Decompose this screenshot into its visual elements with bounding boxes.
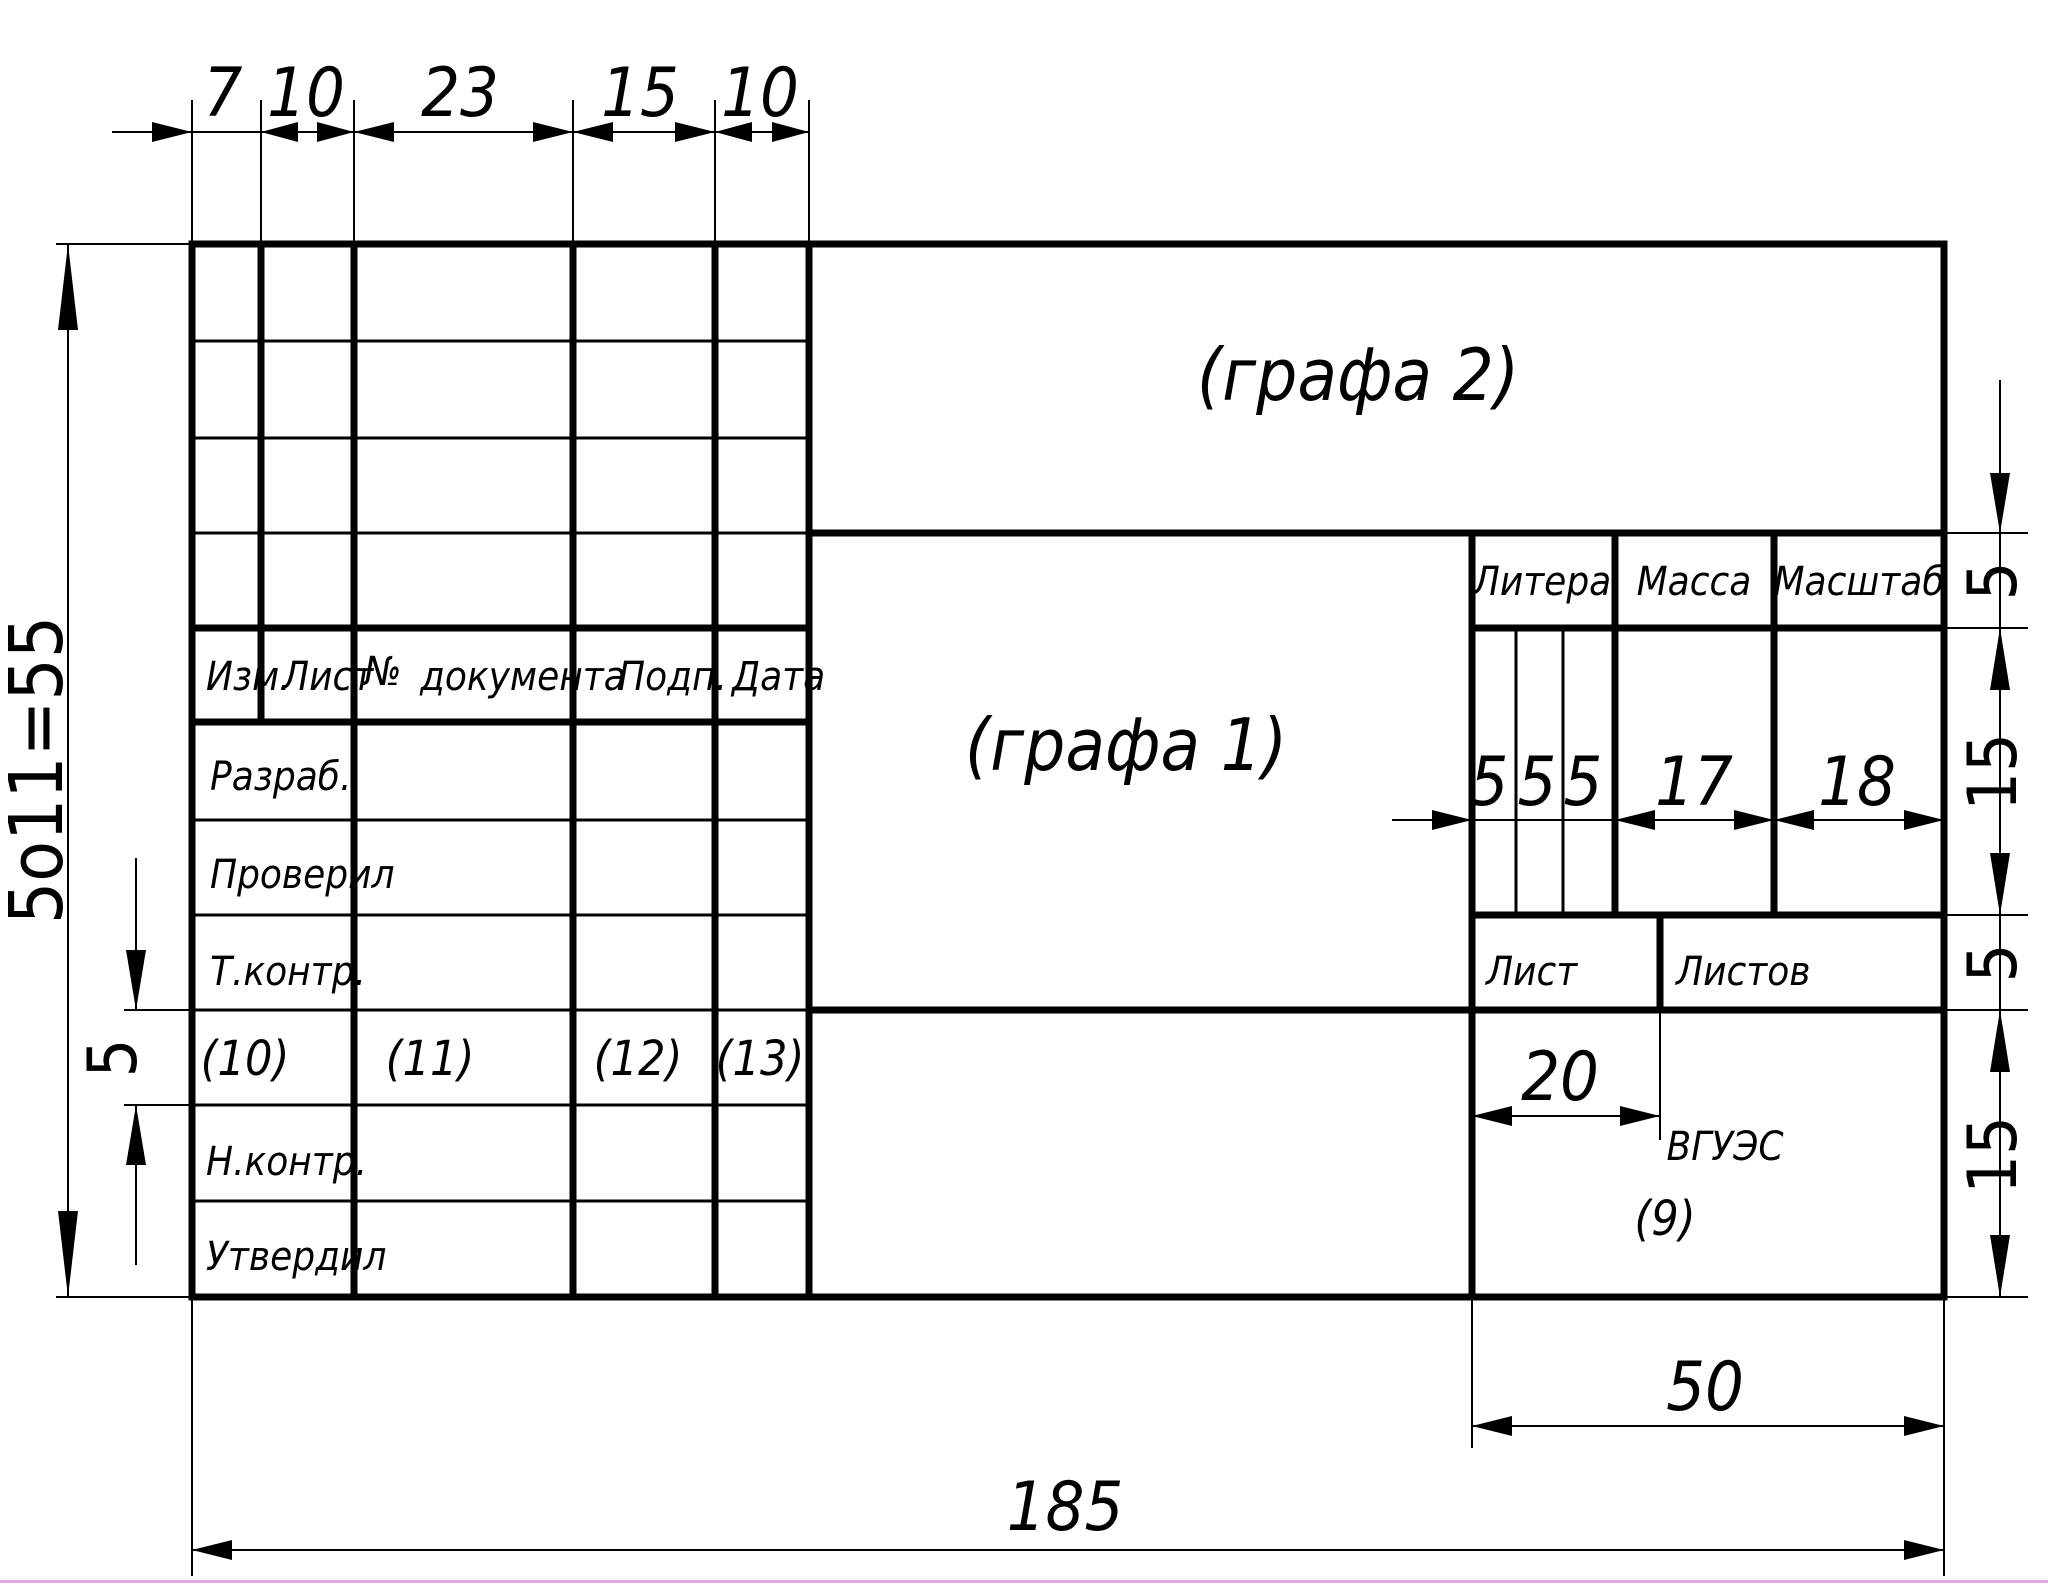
arrow-top-4a <box>715 122 752 142</box>
right-block-dimensions: 5 5 5 17 18 20 <box>1470 743 1896 1117</box>
arrow-top-4b <box>772 122 809 142</box>
arrow-right-533 <box>1990 473 2010 533</box>
right-listov: Листов <box>1674 949 1810 995</box>
right-block: Литера Масса Масштаб Лист Листов ВГУЭС <box>1471 559 1945 1170</box>
arrow-left-top <box>58 244 78 330</box>
dim-right-15a: 15 <box>1954 733 2033 811</box>
arrow-scale-b <box>1904 810 1944 830</box>
frame-thick-lines <box>188 240 1948 1301</box>
row-proveril: Проверил <box>210 852 395 898</box>
row-razrab: Разраб. <box>210 754 351 800</box>
arrow-top-1b <box>317 122 354 142</box>
arrow-top-3a <box>573 122 613 142</box>
outer-frame <box>188 240 1948 1301</box>
right-litera: Литера <box>1471 559 1611 605</box>
arrow-left-bottom <box>58 1211 78 1297</box>
field-numbers: (10) (11) (12) (13) (9) <box>201 1031 1696 1247</box>
arrow-left5-bottom <box>126 1105 146 1165</box>
dim-litera-1: 5 <box>1470 743 1509 822</box>
arrow-massa-a <box>1615 810 1655 830</box>
dim-right-15b: 15 <box>1954 1116 2033 1194</box>
arrow-right-1297 <box>1990 1235 2010 1297</box>
dim-left-total: 5о11=55 <box>0 616 80 924</box>
dim-bottom-50: 50 <box>1666 1348 1744 1427</box>
arrow-185-a <box>192 1540 232 1560</box>
header-row: Изм. Лист № документа Подп. Дата <box>206 649 825 700</box>
grafa-1-label: (графа 1) <box>965 703 1287 787</box>
arrow-left5-top <box>126 950 146 1010</box>
dim-left-row: 5 <box>74 1039 153 1078</box>
row-utverdil: Утвердил <box>206 1234 386 1280</box>
field-12: (12) <box>594 1031 683 1087</box>
top-dimension-labels: 7 10 23 15 10 <box>204 54 799 133</box>
dim-massa: 17 <box>1655 743 1733 822</box>
arrowheads <box>58 122 2010 1560</box>
arrow-litera <box>1432 810 1472 830</box>
right-massa: Масса <box>1637 559 1752 605</box>
dim-top-15: 15 <box>601 54 679 133</box>
field-13: (13) <box>716 1031 805 1087</box>
arrow-50-b <box>1904 1416 1944 1436</box>
dim-top-10a: 10 <box>267 54 345 133</box>
arrow-185-b <box>1904 1540 1944 1560</box>
arrow-top-3b <box>675 122 715 142</box>
arrow-top-0 <box>152 122 192 142</box>
right-list: Лист <box>1484 949 1578 995</box>
arrow-top-2a <box>354 122 394 142</box>
dim-top-7: 7 <box>204 54 243 133</box>
dim-right-5b: 5 <box>1954 944 2033 983</box>
dim-list: 20 <box>1521 1038 1599 1117</box>
arrow-top-2b <box>533 122 573 142</box>
signature-rows: Разраб. Проверил Т.контр. Н.контр. Утвер… <box>206 754 395 1280</box>
header-list: Лист <box>280 654 374 700</box>
arrow-massa-b <box>1734 810 1774 830</box>
grafa-2-label: (графа 2) <box>1197 333 1519 417</box>
page-bottom-edge <box>0 1580 2048 1583</box>
dim-scale: 18 <box>1818 743 1896 822</box>
arrow-50-a <box>1472 1416 1512 1436</box>
dim-right-5a: 5 <box>1954 562 2033 601</box>
row-nkontr: Н.контр. <box>206 1139 367 1185</box>
arrow-right-1010 <box>1990 1010 2010 1072</box>
row-tkontr: Т.контр. <box>210 949 366 995</box>
dim-top-23: 23 <box>421 54 499 133</box>
header-date: Дата <box>730 654 825 700</box>
right-masshtab: Масштаб <box>1773 559 1944 605</box>
header-podp: Подп. <box>618 654 727 700</box>
arrow-list-a <box>1472 1106 1512 1126</box>
field-9: (9) <box>1634 1191 1695 1247</box>
header-no: № <box>362 649 401 695</box>
field-10: (10) <box>201 1031 290 1087</box>
arrow-right-915a <box>1990 853 2010 915</box>
arrow-scale-a <box>1774 810 1814 830</box>
dim-top-10b: 10 <box>721 54 799 133</box>
arrow-list-b <box>1620 1106 1660 1126</box>
frame-thin-lines <box>192 339 1565 1203</box>
arrow-top-1a <box>261 122 298 142</box>
dim-litera-3: 5 <box>1564 743 1603 822</box>
right-org: ВГУЭС <box>1667 1124 1785 1170</box>
dim-litera-2: 5 <box>1518 743 1557 822</box>
dim-bottom-185: 185 <box>1007 1468 1124 1547</box>
arrow-right-628a <box>1990 628 2010 690</box>
field-11: (11) <box>386 1031 475 1087</box>
header-doc: документа <box>419 654 626 700</box>
header-izm: Изм. <box>206 654 291 700</box>
